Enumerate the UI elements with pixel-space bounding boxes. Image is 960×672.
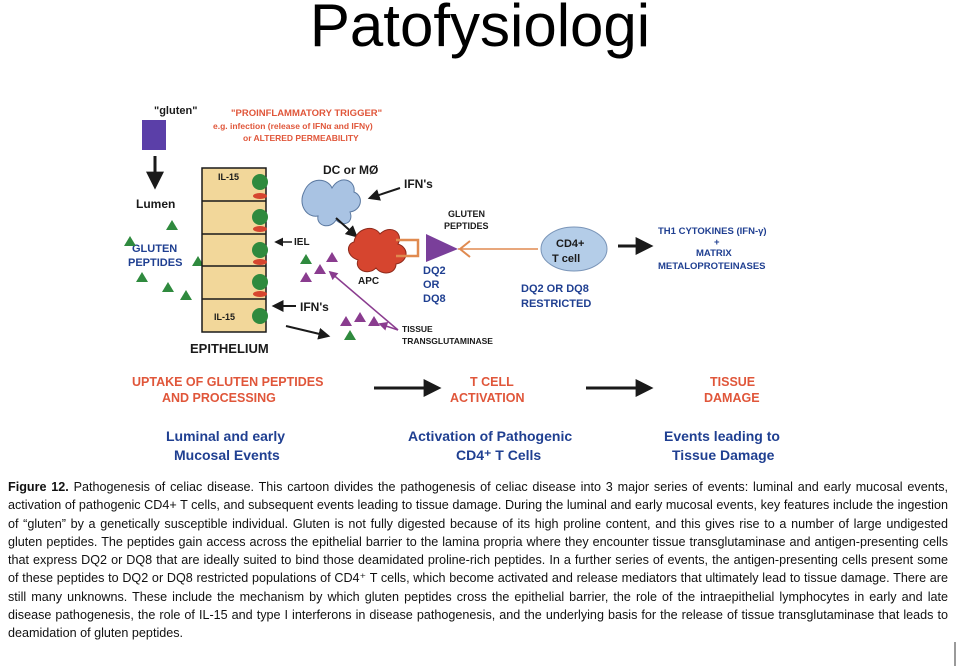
il15-bottom-label: IL-15 [214, 312, 235, 322]
peptide-triangles-lower [340, 312, 380, 340]
gluten-block-icon [142, 120, 166, 150]
ifns-top-arrow [367, 187, 401, 201]
gluten-label: "gluten" [154, 105, 197, 117]
stage2-line-2: ACTIVATION [450, 391, 525, 405]
tg-to-peptides-arrow [378, 322, 399, 331]
tg-to-apc-arrow [328, 270, 399, 331]
figure-caption: Figure 12. Pathogenesis of celiac diseas… [8, 478, 948, 643]
dc-to-apc-arrow [335, 217, 358, 238]
th1-label-3: METALOPROTEINASES [658, 261, 766, 272]
th1-label-2: MATRIX [696, 248, 732, 259]
dq-line-3: DQ8 [423, 293, 446, 305]
tissue-tg-label-2: TRANSGLUTAMINASE [402, 336, 493, 346]
ifns-mid-label: IFN's [300, 300, 329, 314]
slide-title: Patofysiologi [309, 0, 651, 59]
gluten-peptides-left-1: GLUTEN [132, 243, 177, 255]
pathogenesis-diagram: "gluten" "PROINFLAMMATORY TRIGGER" e.g. … [124, 105, 780, 463]
gluten-peptides-left-2: PEPTIDES [128, 257, 182, 269]
caption-label: Figure 12. [8, 480, 69, 494]
stage1-line-1: UPTAKE OF GLUTEN PEPTIDES [132, 375, 323, 389]
peptide-triangles-left [124, 220, 204, 300]
gluten-peptides-mid-1: GLUTEN [448, 209, 485, 219]
epithelium-column [201, 167, 268, 333]
apc-label: APC [358, 276, 379, 287]
tissue-tg-label-1: TISSUE [402, 324, 433, 334]
restricted-label-2: RESTRICTED [521, 298, 591, 310]
th1-label-1: TH1 CYTOKINES (IFN-γ) [658, 226, 767, 237]
apc-cell-icon [348, 227, 407, 274]
stage1-line-2: AND PROCESSING [162, 391, 276, 405]
cd4-t-cell-icon [540, 226, 608, 272]
stage3-line-1: TISSUE [710, 375, 755, 389]
mhc-receptor-icon [396, 238, 420, 258]
event1-line-1: Luminal and early [166, 428, 285, 444]
epithelium-to-lamina-arrow [285, 325, 331, 340]
dc-label: DC or MØ [323, 163, 378, 177]
iel-label: IEL [294, 237, 310, 248]
gluten-peptides-mid-2: PEPTIDES [444, 221, 489, 231]
ifns-top-label: IFN's [404, 177, 433, 191]
trigger-line-2: e.g. infection (release of IFNα and IFNγ… [213, 121, 373, 131]
lumen-label: Lumen [136, 197, 175, 211]
restricted-label-1: DQ2 OR DQ8 [521, 283, 589, 295]
tcr-receptor-icon [459, 240, 471, 258]
dq-line-1: DQ2 [423, 265, 446, 277]
event3-line-2: Tissue Damage [672, 447, 775, 463]
stage2-line-1: T CELL [470, 375, 514, 389]
trigger-line-1: "PROINFLAMMATORY TRIGGER" [231, 108, 382, 119]
peptide-triangle-icon [426, 234, 458, 262]
stage3-line-2: DAMAGE [704, 391, 760, 405]
event2-line-2: CD4⁺ T Cells [456, 447, 541, 463]
trigger-line-3: or ALTERED PERMEABILITY [243, 133, 359, 143]
th1-plus: + [714, 237, 720, 248]
tcell-label-1: CD4+ [556, 238, 584, 250]
caption-text: Pathogenesis of celiac disease. This car… [8, 480, 949, 641]
event3-line-1: Events leading to [664, 428, 780, 444]
il15-top-label: IL-15 [218, 172, 239, 182]
pathogenesis-figure: "gluten" "PROINFLAMMATORY TRIGGER" e.g. … [118, 96, 808, 474]
tcell-label-2: T cell [552, 253, 580, 265]
event1-line-2: Mucosal Events [174, 447, 280, 463]
peptide-triangles-near-apc [300, 252, 338, 282]
edge-marker [954, 642, 956, 666]
dendritic-cell-icon [301, 179, 361, 227]
event2-line-1: Activation of Pathogenic [408, 428, 572, 444]
epithelium-label: EPITHELIUM [190, 341, 269, 356]
dq-line-2: OR [423, 279, 440, 291]
